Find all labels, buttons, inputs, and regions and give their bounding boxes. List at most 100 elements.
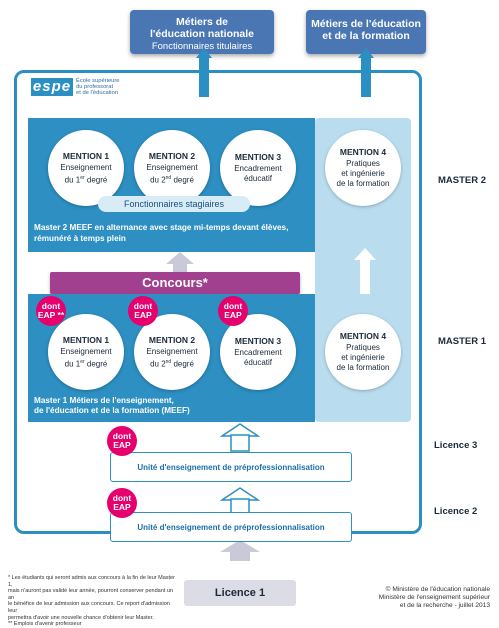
- master2-mention1-line1: Enseignement: [60, 162, 112, 172]
- level-licence2: Licence 2: [434, 506, 478, 517]
- arrows-to-top: [196, 48, 374, 97]
- concours-label: Concours*: [142, 275, 208, 290]
- arrow-l2-head: [219, 487, 261, 501]
- arrow-l1-head: [220, 540, 260, 552]
- master2-mention4-line3: de la formation: [336, 179, 390, 188]
- master1-mention1: MENTION 1 Enseignement du 1er degré: [48, 314, 124, 390]
- master2-caption-line2: rémunéré à temps plein: [34, 234, 126, 243]
- master1-mention2-title: MENTION 2: [148, 334, 196, 345]
- master1-mention4-line2: et ingénierie: [341, 353, 385, 362]
- arrow-l1-shaft: [230, 551, 250, 561]
- arrow-m1-to-m2-head: [166, 252, 194, 264]
- level-master2: MASTER 2: [438, 175, 487, 186]
- master2-mention2-line1: Enseignement: [146, 162, 198, 172]
- espe-logo: espe: [31, 78, 73, 96]
- eap-badge-licence2-line2: EAP: [113, 502, 131, 512]
- eap-badge-m1-mention2-line2: EAP: [134, 310, 152, 320]
- master1-mention2: MENTION 2 Enseignement du 2nd degré: [134, 314, 210, 390]
- eap-badge-licence3: dont EAP: [107, 426, 137, 456]
- footnote-line4: permettra d'avoir une nouvelle chance d'…: [8, 614, 154, 621]
- copyright-line1: © Ministère de l'éducation nationale: [385, 586, 490, 593]
- master1-caption: Master 1 Métiers de l'enseignement, de l…: [34, 396, 190, 416]
- top-box-right-line1: Métiers de l'éducation: [311, 18, 421, 30]
- eap-badge-m1-mention3: dont EAP: [218, 296, 248, 326]
- arrow-l3-shaft: [230, 434, 250, 452]
- eap-badge-licence3-line1: dont: [112, 430, 132, 441]
- master2-mention2-line2: du 2nd degré: [150, 174, 194, 185]
- master2-mention2: MENTION 2 Enseignement du 2nd degré: [134, 130, 210, 206]
- eap-badge-m1-mention3-line2: EAP: [224, 310, 242, 320]
- top-box-left-line3: Fonctionnaires titulaires: [151, 41, 253, 52]
- licence2-unit-label: Unité d'enseignement de préprofessionnal…: [137, 522, 325, 532]
- master2-mention4: MENTION 4 Pratiques et ingénierie de la …: [325, 130, 401, 206]
- espe-name: École supérieure du professorat et de l'…: [76, 78, 120, 97]
- master1-mention4: MENTION 4 Pratiques et ingénierie de la …: [325, 314, 401, 390]
- eap-badge-m1-mention3-line1: dont: [223, 300, 243, 311]
- espe-name-line3: et de l'éducation: [76, 90, 119, 97]
- copyright-line3: et de la recherche - juillet 2013: [399, 602, 490, 609]
- master1-mention4-line1: Pratiques: [346, 343, 380, 352]
- footnote-line2: mais n'auront pas validé leur année, pou…: [8, 588, 173, 601]
- master2-mention3: MENTION 3 Encadrement éducatif: [220, 130, 296, 206]
- copyright: © Ministère de l'éducation nationale Min…: [340, 586, 490, 610]
- master2-caption-line1: Master 2 MEEF en alternance avec stage m…: [34, 223, 289, 232]
- top-box-left-line1: Métiers de: [176, 16, 228, 28]
- master1-mention3-line1: Encadrement: [234, 348, 282, 357]
- espe-name-line2: du professorat: [76, 84, 114, 91]
- footnote-line1: * Les étudiants qui seront admis aux con…: [8, 575, 175, 588]
- concours-bar: Concours*: [50, 272, 300, 294]
- espe-logo-text: espe: [32, 78, 72, 95]
- master1-mention3-line2: éducatif: [243, 358, 273, 367]
- eap-badge-m1-mention1: dont EAP **: [36, 296, 66, 326]
- copyright-line2: Ministère de l'enseignement supérieur: [378, 594, 490, 601]
- master2-mention3-title: MENTION 3: [234, 152, 282, 162]
- eap-badge-m1-mention1-line1: dont: [41, 300, 61, 311]
- arrow-m4-up-head: [354, 248, 376, 260]
- stagiaires-label: Fonctionnaires stagiaires: [123, 199, 225, 209]
- top-box-right-line2: et de la formation: [322, 30, 410, 42]
- master2-mention3-line1: Encadrement: [234, 164, 282, 173]
- master1-mention4-title: MENTION 4: [339, 331, 387, 341]
- master1-mention4-line3: de la formation: [336, 363, 390, 372]
- eap-badge-m1-mention1-line2: EAP **: [37, 310, 65, 320]
- arrow-up-left-shaft: [199, 57, 209, 97]
- eap-badge-m1-mention2: dont EAP: [128, 296, 158, 326]
- master1-mention1-line2: du 1er degré: [64, 358, 108, 369]
- master2-mention4-line1: Pratiques: [346, 159, 380, 168]
- master1-mention1-line1: Enseignement: [60, 346, 112, 356]
- master1-caption-line2: de l'éducation et de la formation (MEEF): [34, 406, 190, 415]
- master1-mention2-line1: Enseignement: [146, 346, 198, 356]
- level-licence3: Licence 3: [434, 440, 478, 451]
- master1-mention2-line2: du 2nd degré: [150, 358, 194, 369]
- licence3-unit-label: Unité d'enseignement de préprofessionnal…: [137, 462, 325, 472]
- footnotes: * Les étudiants qui seront admis aux con…: [8, 575, 178, 628]
- master2-mention1-line2: du 1er degré: [64, 174, 108, 185]
- eap-badge-licence2-line1: dont: [112, 492, 132, 503]
- top-box-education-formation: Métiers de l'éducation et de la formatio…: [306, 10, 426, 54]
- licence1-box: Licence 1: [184, 580, 296, 606]
- master2-mention4-line2: et ingénierie: [341, 169, 385, 178]
- licence3-unit: Unité d'enseignement de préprofessionnal…: [110, 452, 352, 482]
- arrow-m4-up: [354, 248, 376, 294]
- master1-mention3: MENTION 3 Encadrement éducatif: [220, 314, 296, 390]
- master2-mention1: MENTION 1 Enseignement du 1er degré: [48, 130, 124, 206]
- arrow-up-left: [196, 48, 212, 58]
- master1-mention1-title: MENTION 1: [62, 334, 110, 345]
- arrow-up-right-shaft: [361, 57, 371, 97]
- top-box-left-line2: l'éducation nationale: [149, 28, 254, 40]
- eap-badge-licence3-line2: EAP: [113, 440, 131, 450]
- master2-mention3-line2: éducatif: [243, 174, 273, 183]
- master1-mention3-title: MENTION 3: [234, 336, 282, 346]
- master2-caption: Master 2 MEEF en alternance avec stage m…: [34, 222, 288, 244]
- espe-name-line1: École supérieure: [76, 78, 120, 84]
- master1-caption-line1: Master 1 Métiers de l'enseignement,: [34, 396, 174, 405]
- footnote-line5: ** Emplois d'avenir professeur: [8, 621, 82, 628]
- arrow-m4-up-shaft: [360, 259, 370, 294]
- master2-mention4-title: MENTION 4: [339, 147, 387, 157]
- top-box-education-nationale: Métiers de l'éducation nationale Fonctio…: [130, 10, 274, 54]
- master2-mention2-title: MENTION 2: [148, 150, 196, 161]
- level-master1: MASTER 1: [438, 336, 487, 347]
- stagiaires-pill: Fonctionnaires stagiaires: [98, 196, 250, 212]
- arrow-up-right: [358, 48, 374, 58]
